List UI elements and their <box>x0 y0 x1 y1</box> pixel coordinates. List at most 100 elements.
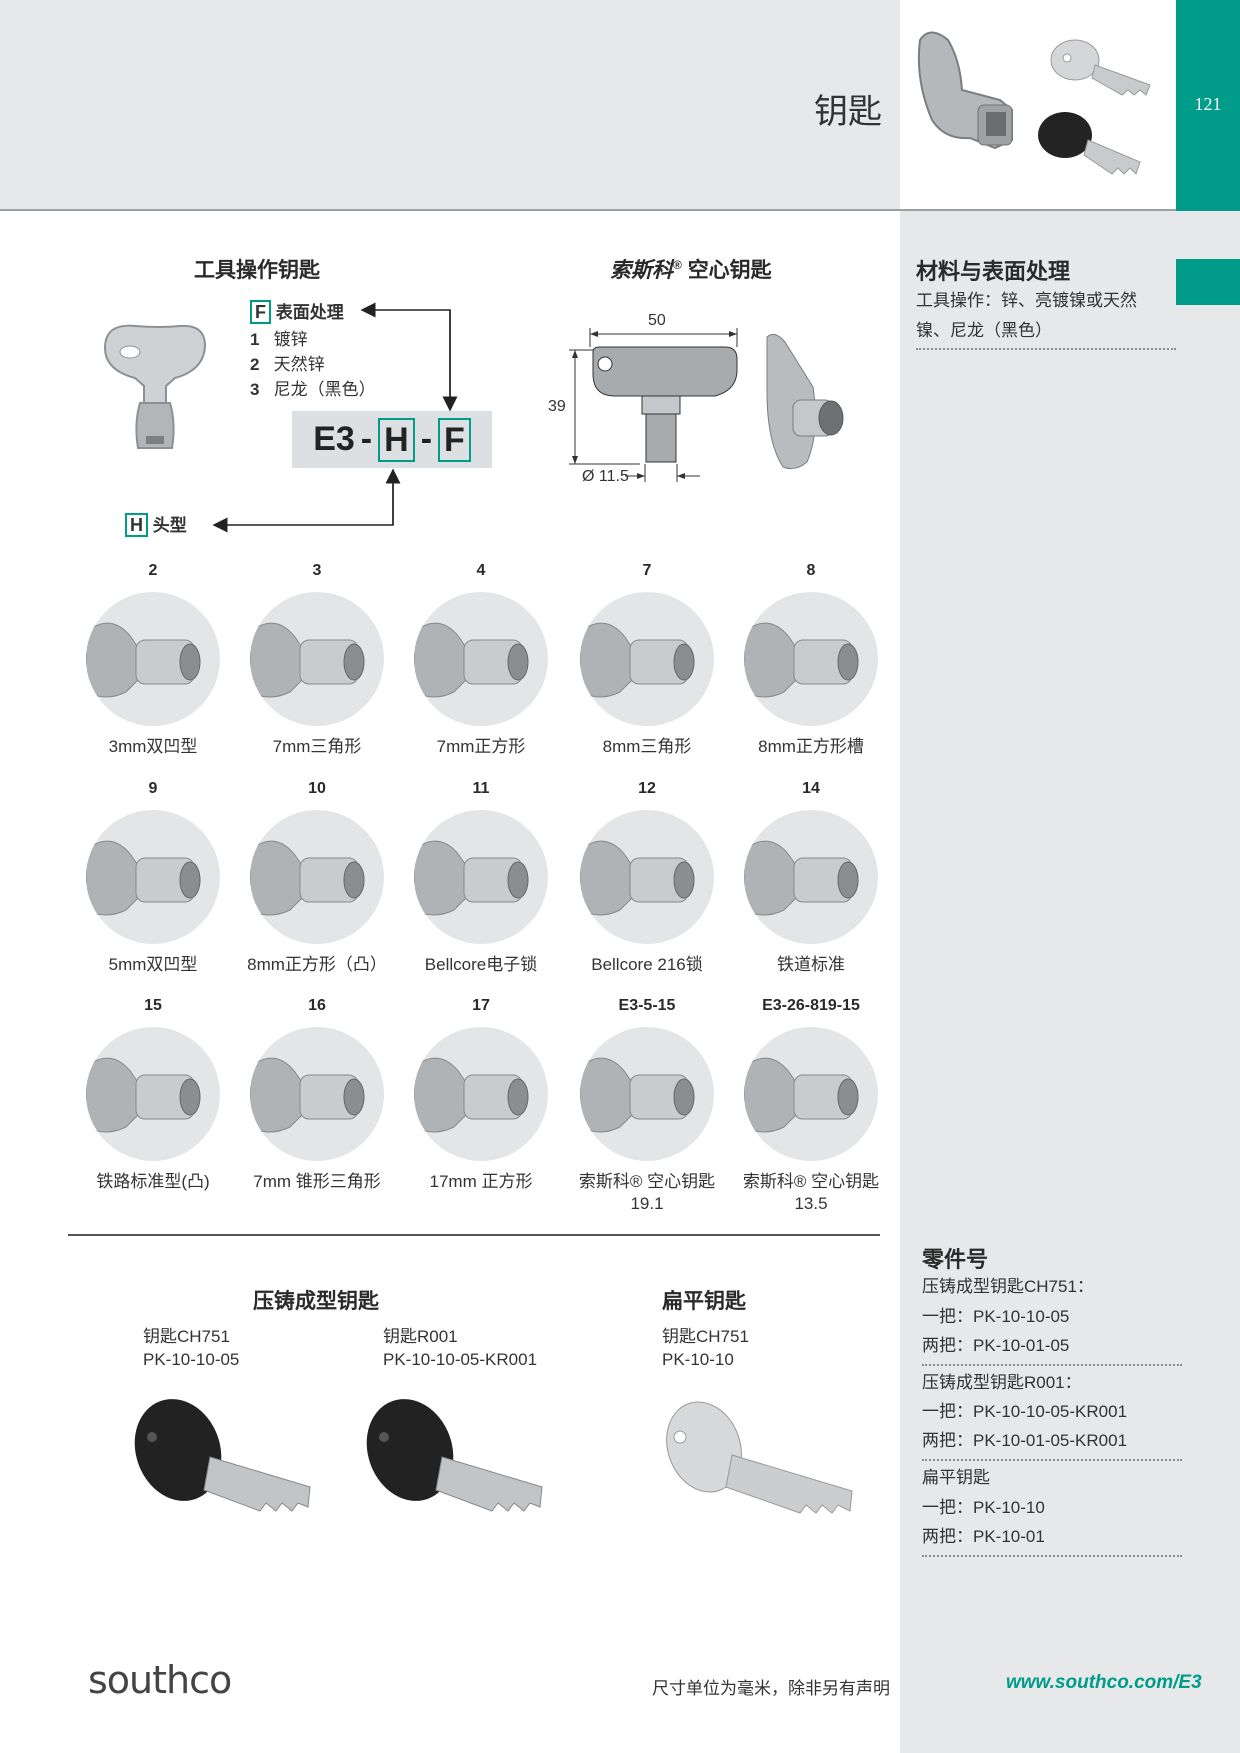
head-row: H 头型 <box>125 511 187 537</box>
parts-group3-two: 两把：PK-10-01 <box>922 1527 1045 1546</box>
key-type-sub: 19.1 <box>630 1194 664 1213</box>
page-title: 钥匙 <box>814 92 882 132</box>
key-type-number: 15 <box>144 997 162 1014</box>
key-head-image <box>250 1027 384 1161</box>
code-sep: - <box>360 420 373 458</box>
key-type-number: 7 <box>642 562 652 579</box>
divider <box>922 1364 1182 1366</box>
footer-note: 尺寸单位为毫米，除非另有声明 <box>652 1679 890 1698</box>
hollow-key-title: 索斯科® 空心钥匙 <box>610 258 772 282</box>
key-type-number: 10 <box>308 780 326 797</box>
code-prefix: E3 <box>313 420 355 458</box>
flat-key-title: 扁平钥匙 <box>662 1290 746 1313</box>
key-type-label: Bellcore 216锁 <box>591 955 703 974</box>
parts-group3-title: 扁平钥匙 <box>922 1468 990 1487</box>
header-photo <box>900 0 1176 211</box>
key-head-image <box>744 592 878 726</box>
key-type-number: 8 <box>806 562 816 579</box>
die-cast-key1-image <box>134 1399 311 1512</box>
finish-label: 表面处理 <box>275 303 344 322</box>
section-divider <box>68 1234 880 1236</box>
header-keys-image <box>917 31 1151 175</box>
finish-option: 3 尼龙（黑色） <box>250 380 376 399</box>
key-type-label: 8mm三角形 <box>602 737 692 756</box>
die-cast-title: 压铸成型钥匙 <box>253 1290 379 1313</box>
finish-letter-box: F <box>250 300 271 324</box>
key-type-label: 17mm 正方形 <box>429 1172 533 1191</box>
key-type-label: Bellcore电子锁 <box>424 955 538 974</box>
key-head-image <box>250 592 384 726</box>
key-type-number: 16 <box>308 997 326 1014</box>
flat-key-image <box>666 1401 853 1514</box>
divider <box>922 1555 1182 1557</box>
key-type-label: 5mm双凹型 <box>108 955 198 974</box>
tool-key-title: 工具操作钥匙 <box>194 259 320 282</box>
key-head-image <box>414 592 548 726</box>
key-type-label: 7mm正方形 <box>436 737 526 756</box>
parts-group2-two: 两把：PK-10-01-05-KR001 <box>922 1431 1128 1450</box>
key-type-label: 3mm双凹型 <box>108 737 198 756</box>
die-cast-key1-part: PK-10-10-05 <box>143 1350 240 1369</box>
divider <box>916 348 1176 350</box>
key-type-item: 4 7mm正方形 <box>401 562 561 758</box>
die-cast-key2-part: PK-10-10-05-KR001 <box>383 1350 538 1369</box>
key-type-sub: 13.5 <box>794 1194 828 1213</box>
key-type-item: 8 8mm正方形槽 <box>731 562 891 758</box>
head-letter-box: H <box>125 513 148 537</box>
hollow-key-drawing <box>569 328 844 482</box>
flat-key-part: PK-10-10 <box>662 1350 734 1369</box>
code-head-box: H <box>378 417 415 462</box>
key-type-label: 铁道标准 <box>777 955 845 974</box>
key-type-label: 7mm三角形 <box>272 737 362 756</box>
key-type-label: 索斯科® 空心钥匙 <box>742 1172 880 1191</box>
parts-group2-title: 压铸成型钥匙R001： <box>922 1373 1082 1392</box>
key-type-number: 9 <box>148 780 158 797</box>
key-type-item: 9 5mm双凹型 <box>73 780 233 976</box>
parts-title: 零件号 <box>922 1247 989 1272</box>
page-tab: 121 <box>1176 0 1240 211</box>
parts-group1-one: 一把：PK-10-10-05 <box>922 1307 1070 1326</box>
key-type-label: 8mm正方形（凸） <box>247 955 387 974</box>
key-head-image <box>744 810 878 944</box>
key-head-image <box>580 1027 714 1161</box>
key-type-label: 索斯科® 空心钥匙 <box>578 1172 716 1191</box>
key-type-number: 14 <box>802 780 820 797</box>
die-cast-key1-name: 钥匙CH751 <box>143 1327 230 1346</box>
key-type-item: 7 8mm三角形 <box>567 562 727 758</box>
dim-diameter: Ø 11.5 <box>582 468 629 485</box>
key-type-item: 2 3mm双凹型 <box>73 562 233 758</box>
footer-url-link[interactable]: www.southco.com/E3 <box>1006 1672 1202 1693</box>
parts-group2-one: 一把：PK-10-10-05-KR001 <box>922 1402 1128 1421</box>
materials-line-1: 工具操作：锌、亮镀镍或天然 <box>916 291 1137 310</box>
divider <box>922 1459 1182 1461</box>
part-code-box: E3 - H - F <box>292 411 492 468</box>
key-type-label: 8mm正方形槽 <box>758 737 864 756</box>
key-head-image <box>414 810 548 944</box>
finish-option: 1 镀锌 <box>250 330 308 349</box>
header-band: 钥匙 <box>0 0 900 211</box>
sidebar <box>900 211 1240 1753</box>
key-head-image <box>250 810 384 944</box>
page-number: 121 <box>1194 94 1222 114</box>
die-cast-key2-image <box>366 1399 543 1512</box>
parts-group1-two: 两把：PK-10-01-05 <box>922 1336 1070 1355</box>
head-label: 头型 <box>152 516 187 535</box>
code-arrows <box>212 302 458 533</box>
materials-line-2: 镍、尼龙（黑色） <box>916 321 1052 340</box>
sidebar-tab-marker <box>1176 259 1240 305</box>
finish-option: 2 天然锌 <box>250 355 325 374</box>
die-cast-key2-name: 钥匙R001 <box>383 1327 458 1346</box>
southco-logo: southco <box>88 1658 232 1702</box>
key-type-number: 4 <box>476 562 486 579</box>
dim-height: 39 <box>548 398 566 415</box>
key-type-item: 10 8mm正方形（凸） <box>237 780 397 976</box>
key-type-number: 2 <box>148 562 158 579</box>
key-head-image <box>86 810 220 944</box>
